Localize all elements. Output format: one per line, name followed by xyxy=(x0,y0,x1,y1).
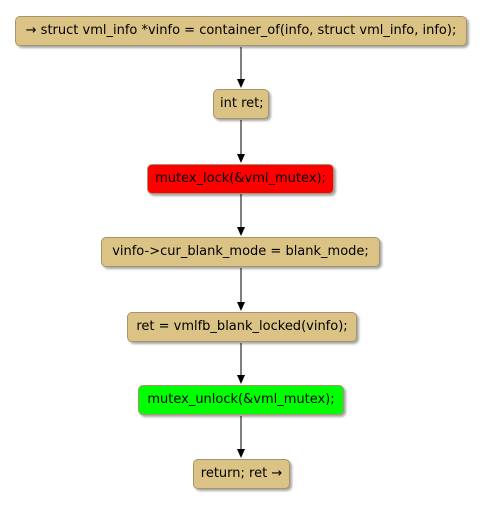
flow-node-int-ret: int ret; xyxy=(213,89,269,119)
flow-node-cur-blank-mode: vinfo->cur_blank_mode = blank_mode; xyxy=(101,237,380,267)
flow-node-mutex-unlock: mutex_unlock(&vml_mutex); xyxy=(138,385,344,415)
flow-node-return: return; ret → xyxy=(193,459,290,489)
flow-node-mutex-lock: mutex_lock(&vml_mutex); xyxy=(147,164,334,194)
flow-node-vinfo-assign: → struct vml_info *vinfo = container_of(… xyxy=(15,16,467,46)
flow-node-blank-locked: ret = vmlfb_blank_locked(vinfo); xyxy=(127,312,357,342)
